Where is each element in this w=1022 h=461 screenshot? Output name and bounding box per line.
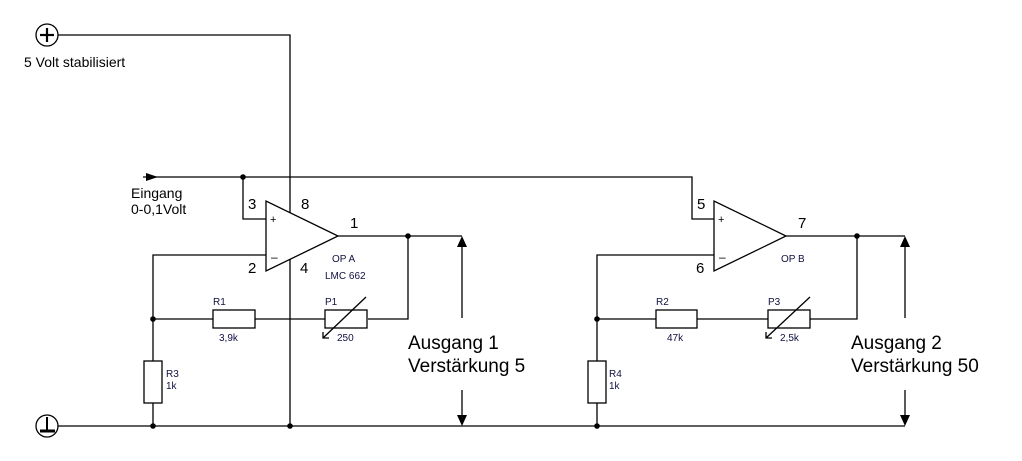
resistor-r4 xyxy=(587,360,607,404)
pin-5-label: 5 xyxy=(697,196,706,213)
p1-name: P1 xyxy=(325,297,338,308)
svg-text:–: – xyxy=(719,250,726,264)
junction xyxy=(594,316,600,322)
pin-6-label: 6 xyxy=(696,260,705,277)
resistor-r1 xyxy=(212,309,256,329)
r3-value: 1k xyxy=(166,381,177,392)
supply-wire xyxy=(58,34,291,426)
pin-8-label: 8 xyxy=(301,196,310,213)
junction xyxy=(594,423,600,429)
p3-value: 2,5k xyxy=(780,333,799,344)
supply-label: 5 Volt stabilisiert xyxy=(24,54,126,70)
output-2-label-line2: Verstärkung 50 xyxy=(851,356,979,377)
opamp-a-name: OP A xyxy=(332,254,356,265)
svg-text:–: – xyxy=(271,250,278,264)
opamp-b-symbol xyxy=(713,199,788,273)
opa-inverting-wire xyxy=(152,254,266,426)
junction xyxy=(287,423,293,429)
pin-4-label: 4 xyxy=(300,260,309,277)
svg-text:+: + xyxy=(718,214,724,226)
potentiometer-p1 xyxy=(322,296,368,339)
junction xyxy=(150,316,156,322)
output-2-label-line1: Ausgang 2 xyxy=(851,333,942,354)
r1-value: 3,9k xyxy=(219,333,238,344)
r1-name: R1 xyxy=(213,297,226,308)
ground-terminal-icon xyxy=(35,414,59,438)
input-wire xyxy=(143,176,714,220)
potentiometer-p3 xyxy=(765,296,811,339)
input-label-line2: 0-0,1Volt xyxy=(131,201,187,217)
pin-7-label: 7 xyxy=(798,215,807,232)
r4-name: R4 xyxy=(609,369,622,380)
pin-2-label: 2 xyxy=(248,260,257,277)
p3-name: P3 xyxy=(768,297,781,308)
output-1-label-line2: Verstärkung 5 xyxy=(408,356,526,377)
pin-1-label: 1 xyxy=(350,215,359,232)
plus-terminal-icon xyxy=(35,23,59,47)
resistor-r3 xyxy=(143,360,163,404)
resistor-r2 xyxy=(655,309,698,329)
junction xyxy=(240,174,246,180)
opamp-b-name: OP B xyxy=(781,254,805,265)
output-1-label-line1: Ausgang 1 xyxy=(408,333,499,354)
opamp-a-part: LMC 662 xyxy=(325,271,366,282)
svg-text:+: + xyxy=(270,214,276,226)
input-to-opa-wire xyxy=(242,177,266,220)
opb-inverting-wire xyxy=(596,254,714,426)
r2-value: 47k xyxy=(667,333,684,344)
p1-value: 250 xyxy=(337,333,354,344)
opb-feedback-wire xyxy=(810,236,858,320)
input-label-line1: Eingang xyxy=(131,185,183,201)
output-1-voltage-arrow xyxy=(457,236,467,426)
r3-name: R3 xyxy=(166,369,179,380)
opa-feedback-wire xyxy=(368,236,409,320)
r2-name: R2 xyxy=(656,297,669,308)
pin-3-label: 3 xyxy=(248,196,257,213)
output-2-voltage-arrow xyxy=(900,236,910,426)
junction xyxy=(150,423,156,429)
opamp-a-symbol xyxy=(265,199,340,273)
r4-value: 1k xyxy=(609,381,620,392)
